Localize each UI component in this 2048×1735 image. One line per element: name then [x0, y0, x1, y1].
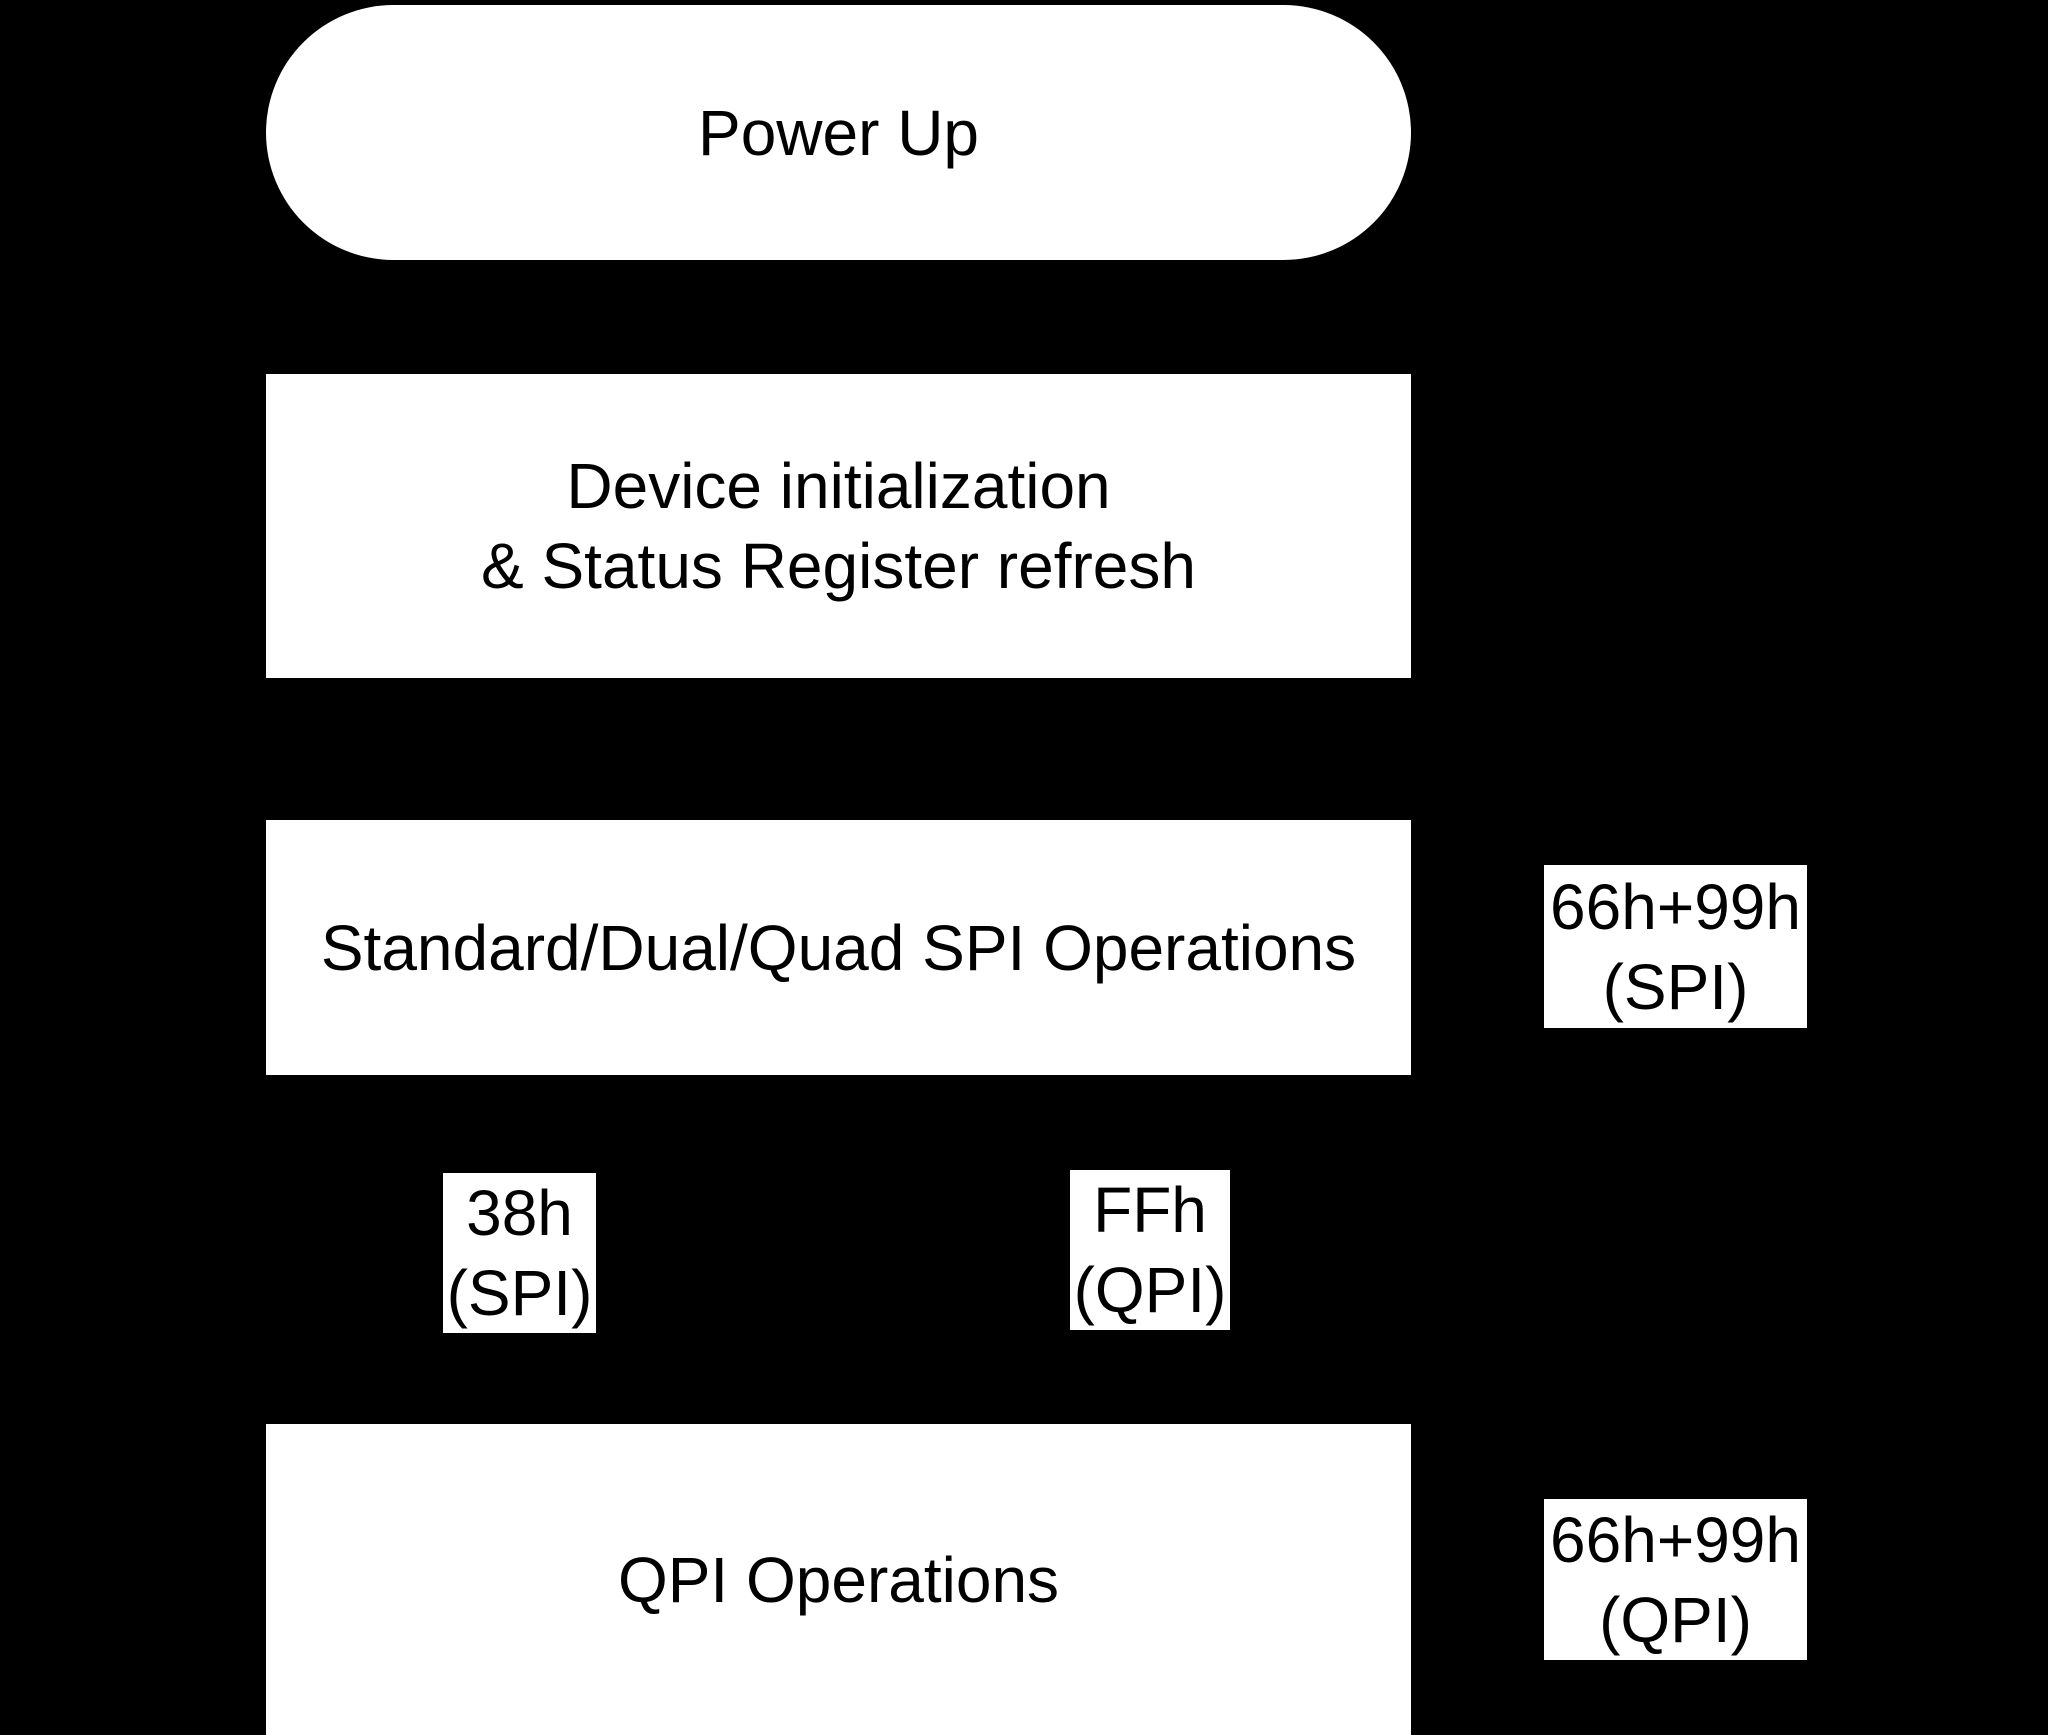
spi-reset-transition-label: 66h+99h (SPI) [1544, 865, 1807, 1028]
qpi-operations-label: QPI Operations [617, 1543, 1060, 1616]
device-init-label-line2: & Status Register refresh [481, 530, 1196, 602]
enter-qpi-transition-label: 38h (SPI) [443, 1173, 596, 1333]
exit-qpi-transition-label: FFh (QPI) [1070, 1170, 1230, 1330]
spi-reset-command: 66h+99h [1550, 870, 1801, 943]
exit-qpi-command: FFh [1093, 1174, 1207, 1246]
spi-reset-mode: (SPI) [1602, 950, 1749, 1023]
spi-operations-process: Standard/Dual/Quad SPI Operations [266, 820, 1411, 1075]
enter-qpi-command: 38h [466, 1177, 573, 1249]
power-up-terminal: Power Up [266, 5, 1411, 260]
qpi-reset-transition-label: 66h+99h (QPI) [1544, 1499, 1807, 1660]
power-up-label: Power Up [698, 96, 979, 169]
device-init-process: Device initialization & Status Register … [266, 374, 1411, 678]
exit-qpi-mode: (QPI) [1073, 1254, 1227, 1326]
qpi-operations-process: QPI Operations [266, 1424, 1411, 1735]
qpi-reset-command: 66h+99h [1550, 1503, 1801, 1576]
device-init-label-line1: Device initialization [566, 450, 1111, 522]
spi-operations-label: Standard/Dual/Quad SPI Operations [320, 911, 1357, 984]
enter-qpi-mode: (SPI) [446, 1257, 593, 1329]
qpi-reset-mode: (QPI) [1599, 1583, 1752, 1656]
